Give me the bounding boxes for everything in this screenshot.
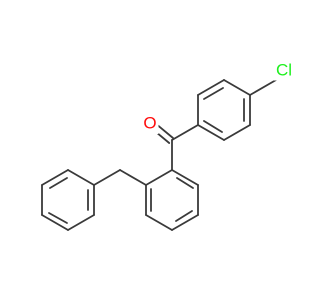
ring-bond	[197, 124, 225, 141]
chlorine-atom-label: Cl	[276, 60, 292, 79]
ring-bond	[197, 79, 225, 96]
ring-bond	[171, 214, 199, 231]
aromatic-inner-bond	[175, 210, 193, 222]
structure-canvas: O Cl	[41, 60, 296, 231]
ring-bond	[41, 169, 69, 186]
benzyl-ring	[41, 169, 121, 231]
benzyl-link-bond	[93, 169, 121, 186]
ring-bond	[171, 169, 199, 186]
oxygen-label-background	[141, 114, 159, 134]
ring-bond	[67, 169, 95, 186]
benzyl-ch2-bond	[119, 169, 147, 186]
ring-bond	[145, 169, 173, 186]
carbonyl-double-bond-outer	[156, 124, 174, 139]
aromatic-inner-bond	[203, 87, 224, 100]
aromatic-inner-bond	[48, 212, 68, 224]
aromatic-inner-bond	[203, 120, 223, 133]
carbonyl-to-chlorophenyl-bond	[171, 124, 199, 141]
ring-bond	[67, 214, 95, 231]
structure-diagram: O Cl	[41, 60, 296, 231]
benzoyl-ring	[119, 169, 199, 231]
ring-bond	[223, 124, 251, 141]
ring-bond	[145, 214, 173, 231]
carbonyl-bonds	[152, 124, 199, 171]
oxygen-atom-label: O	[143, 113, 156, 132]
ring-bond	[223, 79, 251, 96]
ring-bond	[41, 214, 69, 231]
atom-labels: O Cl	[141, 60, 296, 134]
chlorine-label-background	[272, 60, 296, 81]
chlorophenyl-ring	[197, 79, 277, 141]
chlorine-bond	[249, 79, 277, 96]
aromatic-inner-bond	[176, 177, 194, 189]
aromatic-inner-bond	[49, 177, 68, 189]
